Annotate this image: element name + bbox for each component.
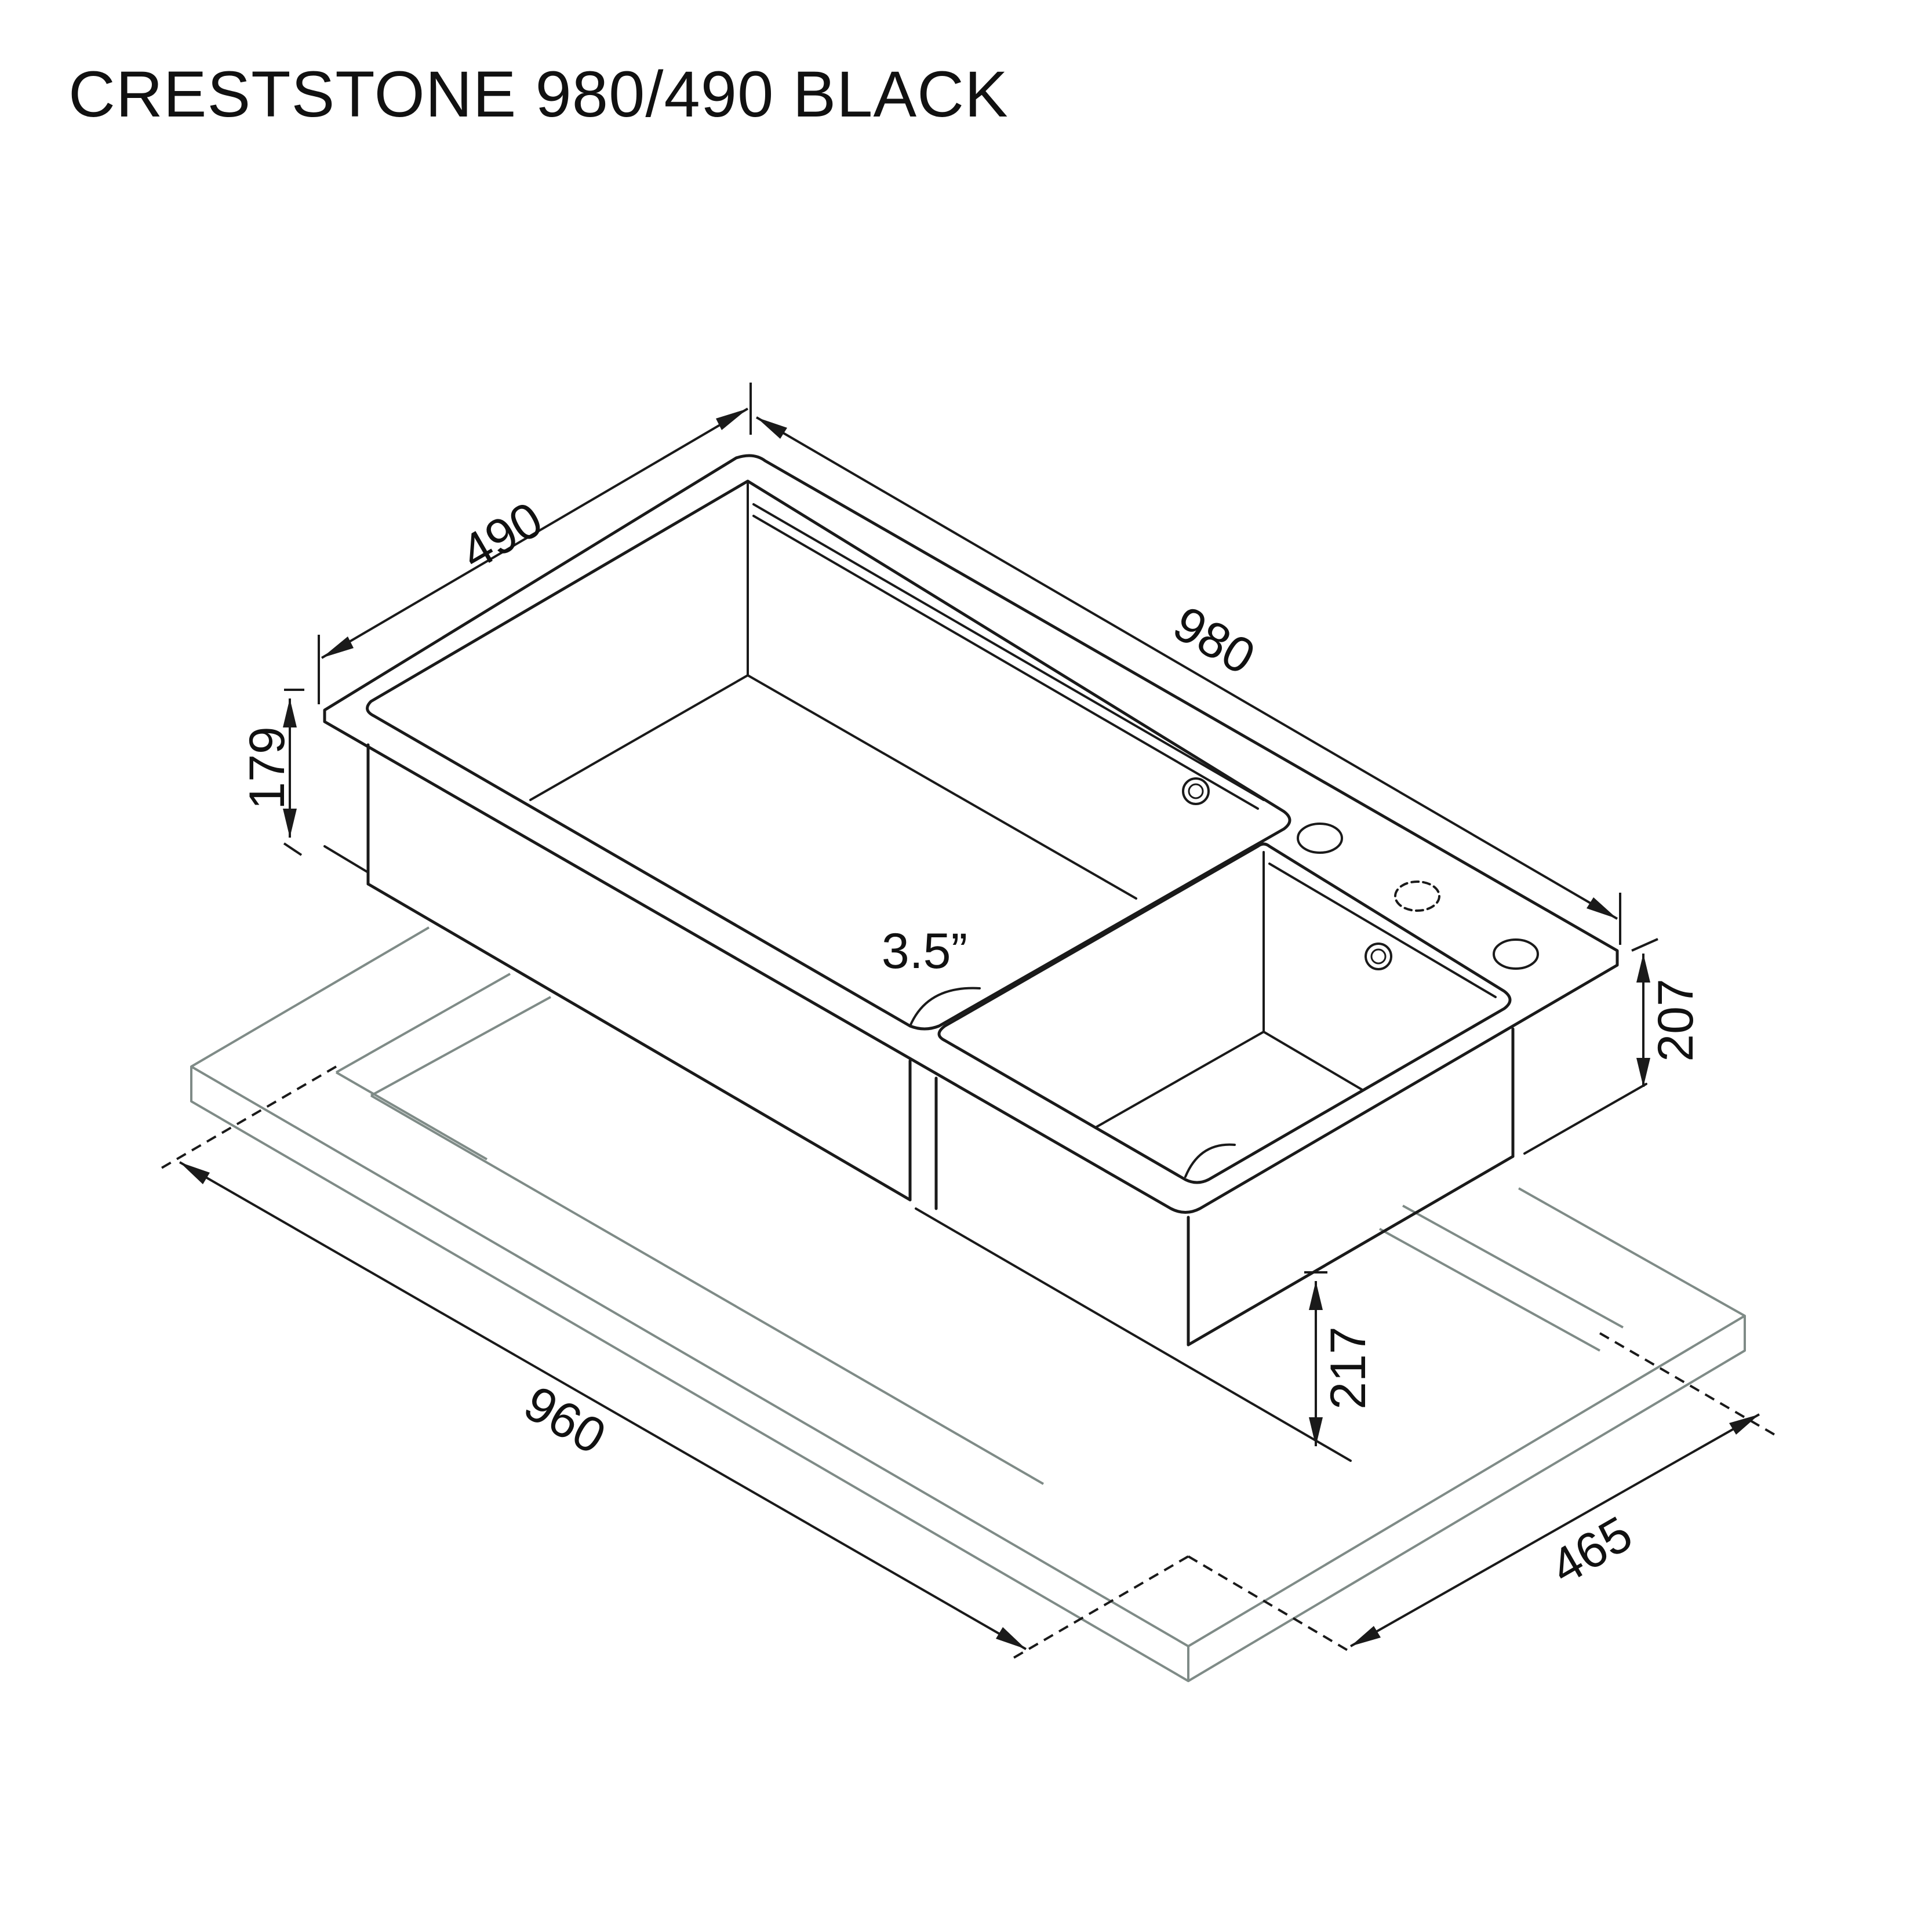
countertop-slab — [190, 926, 1746, 1682]
label-207: 207 — [1648, 978, 1704, 1062]
label-217: 217 — [1320, 1326, 1376, 1410]
label-465: 465 — [1541, 1505, 1641, 1595]
label-490: 490 — [452, 491, 551, 581]
projection-lines — [155, 1065, 1781, 1662]
dimension-lines — [179, 383, 1760, 1650]
label-960: 960 — [515, 1375, 614, 1465]
label-980: 980 — [1164, 595, 1264, 685]
sink-body — [323, 454, 1647, 1462]
label-drain-size: 3.5” — [882, 923, 967, 979]
page-title: CRESTSTONE 980/490 BLACK — [68, 58, 1009, 130]
label-179: 179 — [239, 726, 295, 810]
